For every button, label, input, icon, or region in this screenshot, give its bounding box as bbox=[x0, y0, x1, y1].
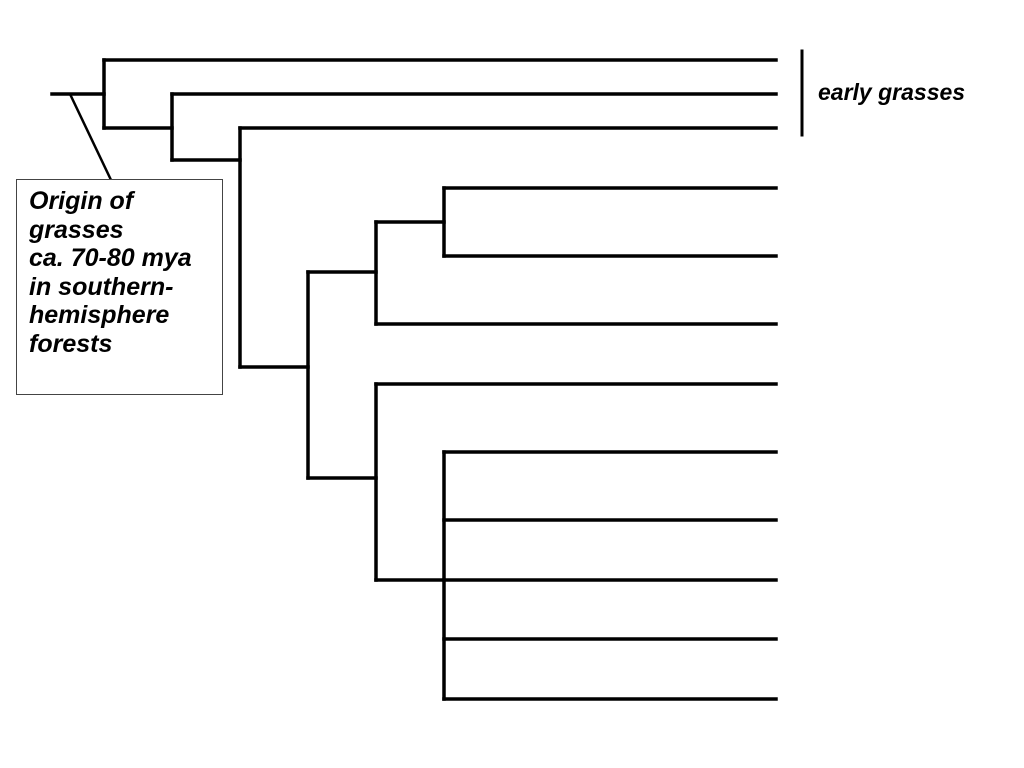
callout-line: Origin of bbox=[29, 187, 134, 215]
early-grasses-label: early grasses bbox=[818, 79, 966, 105]
callout-line: hemisphere bbox=[29, 301, 170, 329]
callout-line: ca. 70-80 mya bbox=[29, 244, 192, 272]
callout-line: forests bbox=[29, 329, 113, 358]
callout-line: grasses bbox=[29, 215, 124, 244]
origin-callout-box: Origin of grasses ca. 70-80 mya in south… bbox=[16, 179, 223, 395]
callout-pointer bbox=[68, 92, 113, 182]
callout-line: in southern- bbox=[29, 272, 174, 301]
